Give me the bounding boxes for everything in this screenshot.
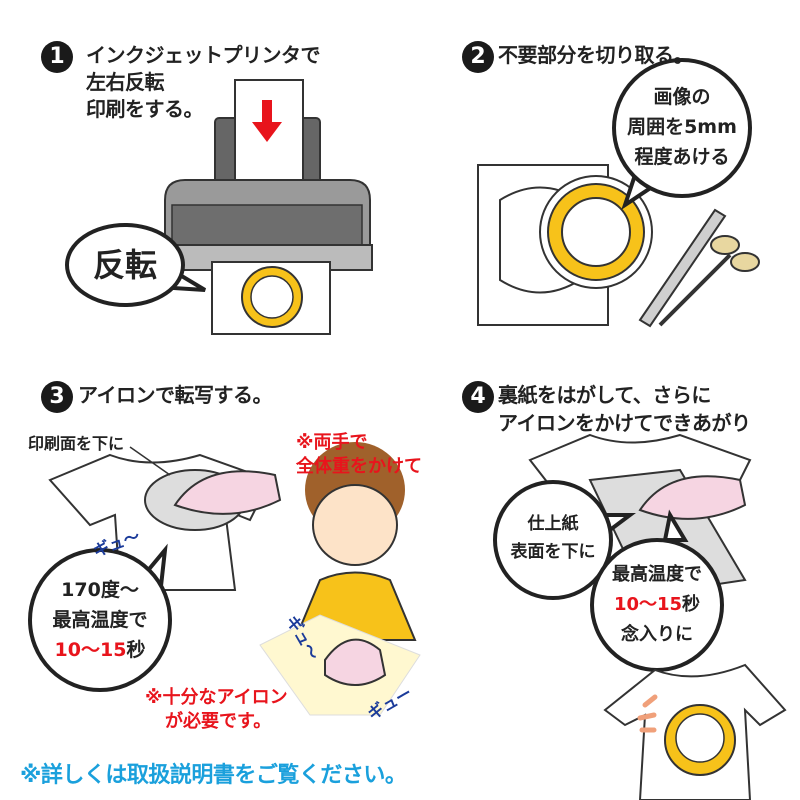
girl-ironing-illustration	[259, 442, 421, 716]
time-range: 10〜15	[54, 639, 127, 661]
weight-note-line-2: 全体重をかけて	[296, 456, 422, 477]
footer-note: ※詳しくは取扱説明書をご覧ください。	[20, 763, 407, 788]
bubble-line: 画像の	[653, 86, 711, 108]
bubble-line: 周囲を5mm	[627, 116, 737, 138]
bubble-line: 程度あける	[634, 146, 730, 168]
cutter-icon	[638, 208, 727, 328]
bubble-line: 170度〜	[61, 579, 139, 601]
bubble-line: 最高温度で	[612, 564, 702, 585]
print-side-down-label: 印刷面を下に	[28, 434, 125, 453]
finish-temperature-bubble-text: 最高温度で 10〜15秒 念入りに	[597, 560, 717, 650]
bubble-line: 念入りに	[621, 624, 693, 645]
down-arrow-icon	[252, 100, 282, 142]
step-4-title-line-1: 裏紙をはがして、さらに	[498, 383, 711, 407]
time-unit: 秒	[682, 594, 701, 615]
bubble-line: 表面を下に	[510, 542, 596, 562]
weight-note-line-1: ※両手で	[296, 432, 368, 453]
paper-bubble-text: 仕上紙 表面を下に	[498, 510, 608, 566]
temperature-bubble-text: 170度〜 最高温度で 10〜15秒	[35, 575, 165, 665]
step-1-title-line-1: インクジェットプリンタで	[86, 43, 321, 67]
bubble-line: 10〜15秒	[597, 590, 717, 620]
paper-speech-bubble	[493, 480, 636, 600]
step-2-title: 不要部分を切り取る。	[498, 43, 694, 67]
bubble-line: 仕上紙	[527, 514, 579, 534]
time-range: 10〜15	[613, 594, 683, 615]
bubble-line: 10〜15秒	[35, 635, 165, 665]
step-4-badge: 4	[462, 381, 494, 413]
iron-note-line-1: ※十分なアイロン	[145, 687, 288, 708]
reverse-bubble-text: 反転	[92, 246, 157, 284]
step-1-title-line-2: 左右反転	[86, 70, 165, 94]
reverse-speech-bubble	[65, 223, 207, 307]
finish-temperature-speech-bubble	[590, 509, 724, 672]
step-4-title-line-2: アイロンをかけてできあがり	[498, 411, 751, 435]
temperature-speech-bubble	[28, 543, 172, 692]
scissors-icon	[710, 235, 740, 255]
time-unit: 秒	[126, 639, 146, 661]
margin-bubble-text: 画像の 周囲を5mm 程度あける	[622, 82, 742, 172]
step-3-badge: 3	[41, 381, 73, 413]
finished-tshirt-illustration	[603, 663, 787, 800]
iron-note-line-2: が必要です。	[165, 711, 272, 732]
step-3-title: アイロンで転写する。	[78, 383, 273, 407]
step-2-badge: 2	[462, 41, 494, 73]
bubble-line: 最高温度で	[52, 609, 148, 631]
tshirt-ironing-illustration	[48, 446, 282, 591]
step-1-title-line-3: 印刷をする。	[86, 97, 204, 121]
cut-illustration	[477, 164, 760, 328]
step-1-badge: 1	[41, 41, 73, 73]
margin-speech-bubble	[612, 58, 752, 210]
printer-illustration	[161, 79, 373, 335]
